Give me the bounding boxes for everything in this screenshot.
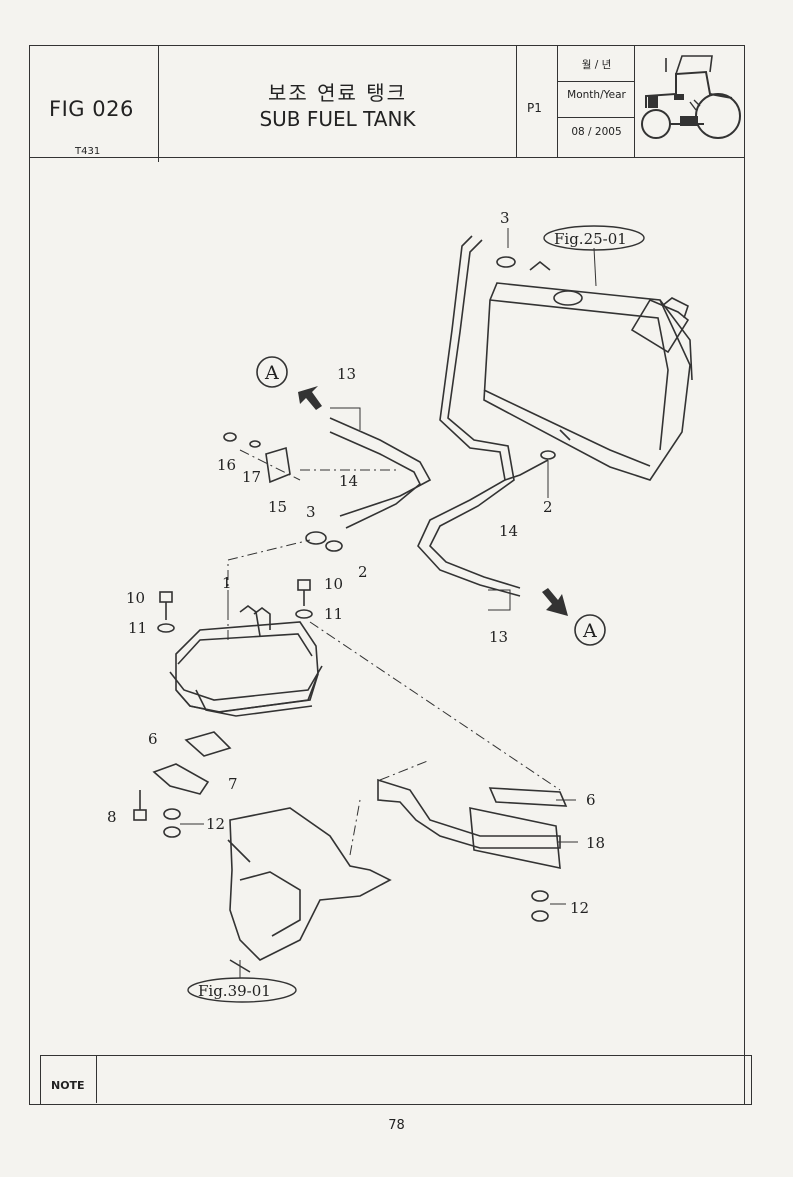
callout-10: 10 (324, 575, 343, 593)
note-box: NOTE (40, 1055, 752, 1105)
page-code-cell: P1 (516, 45, 558, 157)
tractor-location-icon (641, 55, 741, 139)
view-a-label: A (582, 620, 597, 642)
note-label: NOTE (51, 1079, 85, 1092)
header-divider (29, 157, 745, 158)
note-label-cell: NOTE (41, 1056, 97, 1103)
page-code: P1 (527, 101, 542, 115)
view-a-arrows (298, 386, 568, 616)
ref-fig39-ellipse (187, 977, 297, 1003)
divider (558, 117, 635, 118)
date-label-english: Month/Year (567, 89, 626, 101)
callout-11: 11 (128, 619, 147, 637)
view-a-label: A (264, 362, 279, 384)
callout-13: 13 (337, 365, 356, 383)
model-code: T431 (75, 146, 101, 157)
callout-11: 11 (324, 605, 343, 623)
callout-2: 2 (543, 498, 553, 516)
ref-fig25-label[interactable]: Fig.25-01 (554, 230, 627, 248)
view-a-circle-left (256, 356, 288, 388)
callout-16: 16 (217, 456, 236, 474)
callout-15: 15 (268, 498, 287, 516)
callout-12: 12 (570, 899, 589, 917)
title-cell: 보조 연료 탱크 SUB FUEL TANK (159, 45, 516, 162)
callout-14: 14 (339, 472, 358, 490)
date-label-korean: 월 / 년 (581, 59, 612, 71)
view-a-circle-right (574, 614, 606, 646)
date-cell: 월 / 년 Month/Year 08 / 2005 (558, 45, 635, 157)
callout-14: 14 (499, 522, 518, 540)
callout-10: 10 (126, 589, 145, 607)
date-value: 08 / 2005 (571, 126, 622, 138)
divider (558, 81, 635, 82)
callout-18: 18 (586, 834, 605, 852)
callout-17: 17 (242, 468, 261, 486)
callout-12: 12 (206, 815, 225, 833)
title-english: SUB FUEL TANK (259, 107, 416, 131)
callout-3: 3 (306, 503, 316, 521)
callout-3: 3 (500, 209, 510, 227)
figure-number-cell: FIG 026 (29, 45, 159, 162)
callout-2: 2 (358, 563, 368, 581)
callout-13: 13 (489, 628, 508, 646)
callout-7: 7 (228, 775, 238, 793)
callout-8: 8 (107, 808, 117, 826)
callout-1: 1 (222, 574, 232, 592)
title-korean: 보조 연료 탱크 (267, 81, 408, 105)
ref-fig25-ellipse (543, 225, 645, 251)
callout-6: 6 (586, 791, 596, 809)
exploded-parts-diagram: A A Fig.25-01 Fig.39-01 1 2 2 3 3 6 6 7 … (107, 209, 693, 1003)
ref-fig39-label[interactable]: Fig.39-01 (198, 982, 271, 1000)
page-number: 78 (388, 1118, 405, 1133)
callout-6: 6 (148, 730, 158, 748)
figure-number: FIG 026 (49, 97, 134, 121)
diagram-linework (133, 228, 693, 978)
